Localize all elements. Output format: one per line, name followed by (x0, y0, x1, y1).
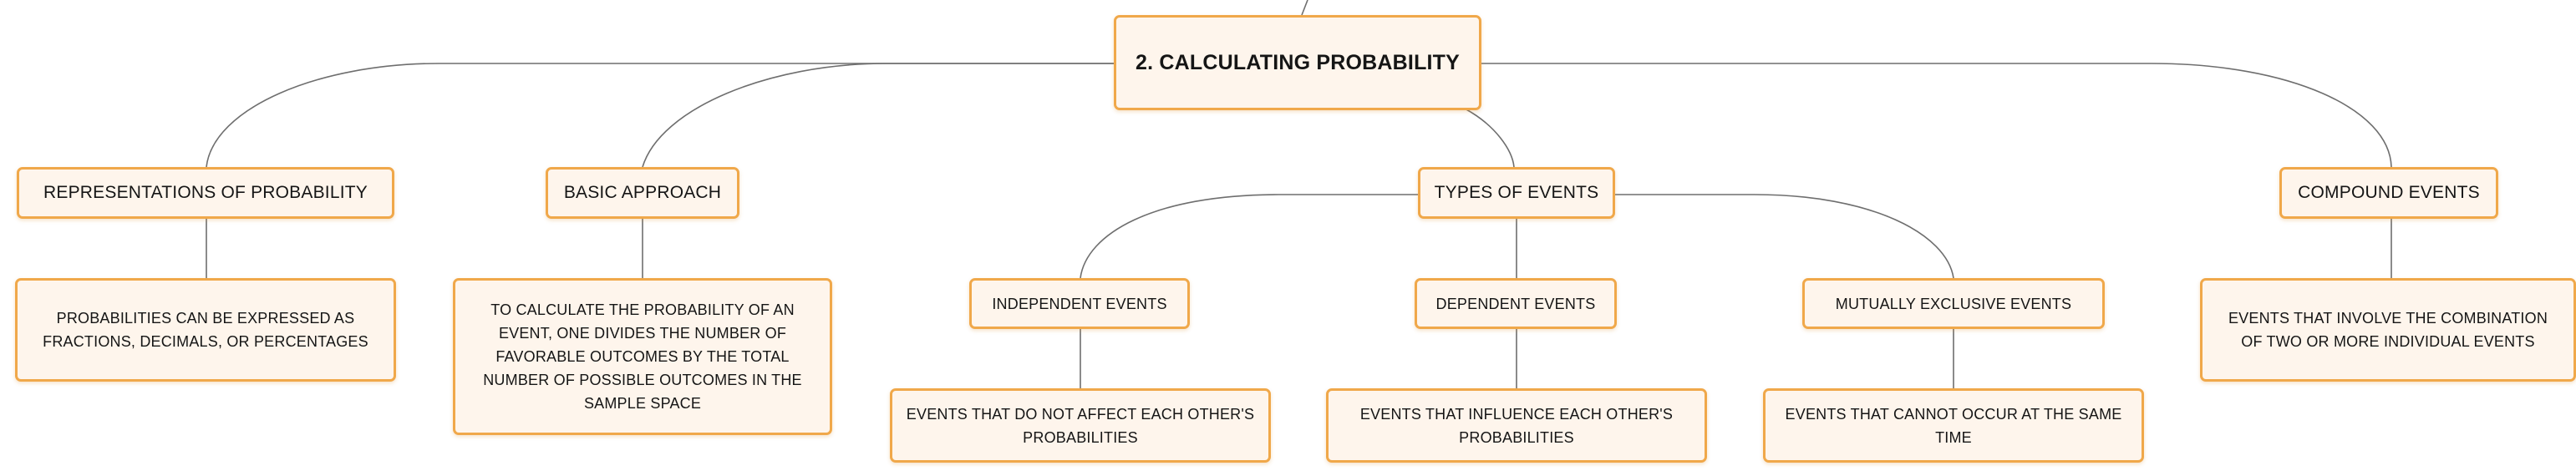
compound-events-label: COMPOUND EVENTS (2298, 183, 2480, 202)
compound-events-detail-node[interactable]: EVENTS THAT INVOLVE THE COMBINATION OF T… (2200, 278, 2576, 382)
connector-root-to-representations (206, 63, 1114, 168)
basic-approach-label: BASIC APPROACH (563, 183, 722, 202)
representations-node[interactable]: REPRESENTATIONS OF PROBABILITY (17, 167, 394, 219)
connector-root-to-types-of-events (1464, 108, 1515, 168)
compound-events-detail-text: EVENTS THAT INVOLVE THE COMBINATION OF T… (2228, 310, 2548, 350)
mutually-exclusive-events-node[interactable]: MUTUALLY EXCLUSIVE EVENTS (1802, 278, 2105, 329)
root-label: 2. CALCULATING PROBABILITY (1135, 50, 1461, 74)
independent-events-detail-text: EVENTS THAT DO NOT AFFECT EACH OTHER'S P… (906, 405, 1255, 446)
root-node[interactable]: 2. CALCULATING PROBABILITY (1114, 15, 1481, 110)
dependent-events-detail-node[interactable]: EVENTS THAT INFLUENCE EACH OTHER'S PROBA… (1326, 388, 1707, 463)
connector-types-to-independent (1080, 194, 1420, 279)
basic-approach-detail-text: TO CALCULATE THE PROBABILITY OF AN EVENT… (483, 301, 802, 412)
types-of-events-label: TYPES OF EVENTS (1434, 183, 1599, 202)
independent-events-detail-node[interactable]: EVENTS THAT DO NOT AFFECT EACH OTHER'S P… (890, 388, 1271, 463)
representations-detail-text: PROBABILITIES CAN BE EXPRESSED AS FRACTI… (43, 310, 368, 350)
representations-label: REPRESENTATIONS OF PROBABILITY (43, 183, 368, 202)
connector-parent-to-root (1301, 0, 1308, 16)
connector-types-to-mutually-exclusive (1613, 194, 1954, 279)
dependent-events-detail-text: EVENTS THAT INFLUENCE EACH OTHER'S PROBA… (1359, 405, 1674, 446)
basic-approach-node[interactable]: BASIC APPROACH (546, 167, 739, 219)
types-of-events-node[interactable]: TYPES OF EVENTS (1418, 167, 1615, 219)
connector-root-to-basic-approach (642, 63, 1114, 168)
dependent-events-node[interactable]: DEPENDENT EVENTS (1415, 278, 1617, 329)
mutually-exclusive-events-detail-node[interactable]: EVENTS THAT CANNOT OCCUR AT THE SAME TIM… (1763, 388, 2144, 463)
connector-root-to-compound-events (1479, 63, 2392, 168)
representations-detail-node[interactable]: PROBABILITIES CAN BE EXPRESSED AS FRACTI… (15, 278, 396, 382)
mutually-exclusive-events-detail-text: EVENTS THAT CANNOT OCCUR AT THE SAME TIM… (1785, 405, 2122, 446)
mutually-exclusive-events-label: MUTUALLY EXCLUSIVE EVENTS (1835, 295, 2072, 312)
compound-events-node[interactable]: COMPOUND EVENTS (2279, 167, 2498, 219)
independent-events-node[interactable]: INDEPENDENT EVENTS (969, 278, 1190, 329)
independent-events-label: INDEPENDENT EVENTS (992, 295, 1167, 312)
basic-approach-detail-node[interactable]: TO CALCULATE THE PROBABILITY OF AN EVENT… (453, 278, 832, 435)
dependent-events-label: DEPENDENT EVENTS (1435, 295, 1596, 312)
